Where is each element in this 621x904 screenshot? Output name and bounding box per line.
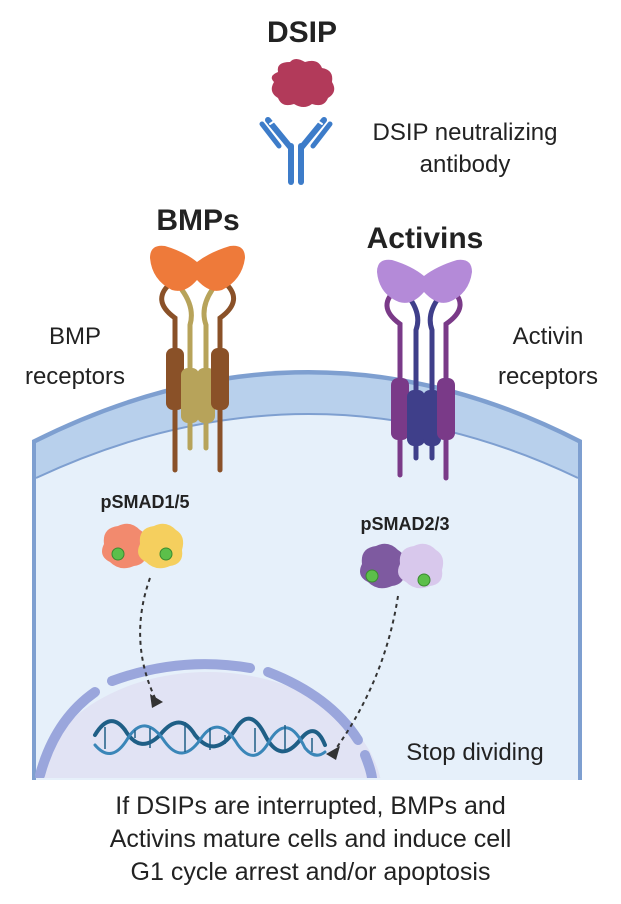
psmad15-label: pSMAD1/5 <box>100 492 189 512</box>
caption-line1: If DSIPs are interrupted, BMPs and <box>115 792 506 820</box>
activin-receptor-navy-left <box>405 293 425 461</box>
smad5-protein <box>138 523 184 569</box>
membrane-inner-edge <box>35 413 579 479</box>
stop-dividing-label: Stop dividing <box>406 739 543 766</box>
dna-helix <box>93 716 327 757</box>
psmad15-complex <box>102 523 184 569</box>
activin-receptors-label-line2: receptors <box>498 363 598 390</box>
bmp-ligand-icon <box>150 245 245 291</box>
arrowhead-icon <box>326 746 340 760</box>
activin-receptor-complex <box>377 259 472 481</box>
dsip-title: DSIP <box>267 16 337 49</box>
nuclear-envelope-segment <box>35 687 100 778</box>
bmp-receptor-light-left <box>179 287 199 451</box>
phosphate-icon <box>365 569 379 583</box>
nuclear-envelope-segment <box>263 667 363 745</box>
activin-smad-arrow <box>334 595 399 751</box>
nucleus <box>35 659 381 778</box>
arrowhead-icon <box>150 694 163 708</box>
psmad23-complex <box>360 543 444 589</box>
nuclear-envelope-segment <box>107 659 255 686</box>
activin-receptors-label-line1: Activin <box>513 323 584 350</box>
antibody-label-line1: DSIP neutralizing <box>373 119 558 146</box>
dna-strand <box>93 716 327 754</box>
nucleus-interior <box>35 672 381 778</box>
antibody-icon <box>259 117 333 185</box>
psmad23-label: pSMAD2/3 <box>360 514 449 534</box>
dsip-protein-icon <box>271 59 335 107</box>
activin-ligand-icon <box>377 259 472 303</box>
bmps-title: BMPs <box>156 204 239 237</box>
phosphate-icon <box>111 547 125 561</box>
caption-line2: Activins mature cells and induce cell <box>109 825 512 853</box>
phosphate-icon <box>159 547 173 561</box>
dna-strand <box>93 724 327 757</box>
smad3-protein <box>398 543 444 589</box>
caption-line3: G1 cycle arrest and/or apoptosis <box>130 858 491 886</box>
antibody-label-line2: antibody <box>420 151 511 178</box>
caption: If DSIPs are interrupted, BMPs and Activ… <box>0 790 621 889</box>
bmp-receptor-complex <box>150 245 245 473</box>
nuclear-envelope-segment <box>360 750 377 778</box>
activins-title: Activins <box>367 222 484 255</box>
bmp-receptors-label-line2: receptors <box>25 363 125 390</box>
bmp-receptor-light-right <box>197 287 215 451</box>
phosphate-icon <box>417 573 431 587</box>
bmp-receptors-label-line1: BMP <box>49 323 101 350</box>
translocation-arrows <box>139 577 399 751</box>
